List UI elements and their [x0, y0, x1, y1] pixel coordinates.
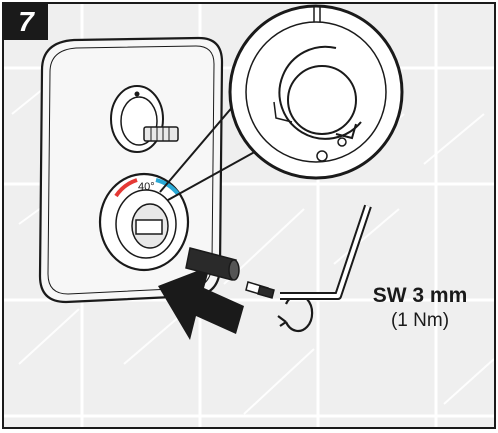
tool-spec: SW 3 mm (1 Nm) — [360, 284, 480, 332]
cold-indicator — [155, 178, 180, 196]
magnifier-connectors — [159, 97, 270, 201]
dial-temperature: 40° — [138, 181, 155, 193]
hex-key — [280, 204, 372, 300]
insert-sleeve — [185, 247, 240, 281]
instruction-panel: 40° 7 SW 3 mm (1 Nm) — [2, 2, 496, 429]
torque-value: (1 Nm) — [390, 310, 450, 331]
step-number: 7 — [4, 4, 48, 40]
wrench-size: SW 3 mm — [372, 284, 468, 307]
detail-magnifier — [228, 4, 404, 180]
thermostat-valve — [98, 172, 190, 272]
hot-indicator — [114, 178, 138, 198]
illustration: 40° — [4, 4, 494, 427]
diverter-valve — [110, 85, 179, 153]
push-arrow-icon — [158, 266, 244, 340]
screw — [245, 281, 275, 299]
